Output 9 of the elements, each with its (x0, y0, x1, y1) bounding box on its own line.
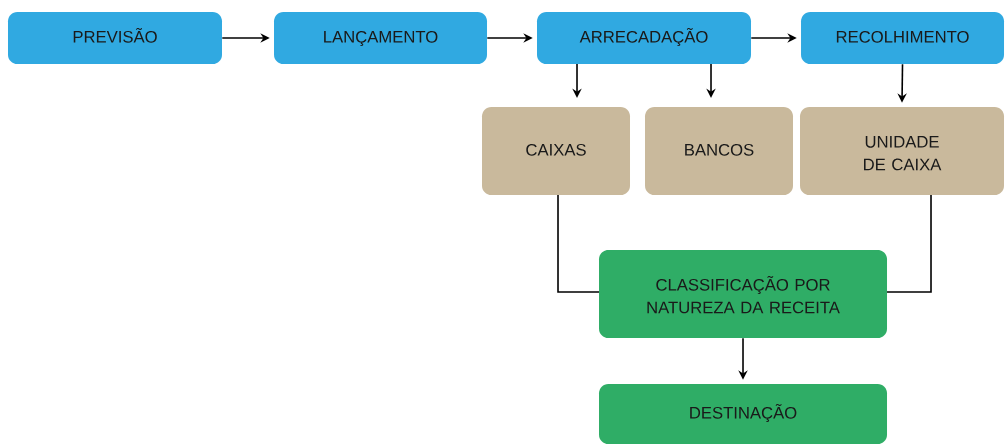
process-box: LANÇAMENTO (274, 12, 487, 64)
process-box: ARRECADAÇÃO (537, 12, 751, 64)
agent-box: BANCOS (645, 107, 793, 195)
agent-box: CAIXAS (482, 107, 630, 195)
result-box: DESTINAÇÃO (599, 384, 887, 444)
agent-box: UNIDADE DE CAIXA (800, 107, 1004, 195)
process-box: PREVISÃO (8, 12, 222, 64)
result-box: CLASSIFICAÇÃO POR NATUREZA DA RECEITA (599, 250, 887, 338)
process-box: RECOLHIMENTO (801, 12, 1004, 64)
